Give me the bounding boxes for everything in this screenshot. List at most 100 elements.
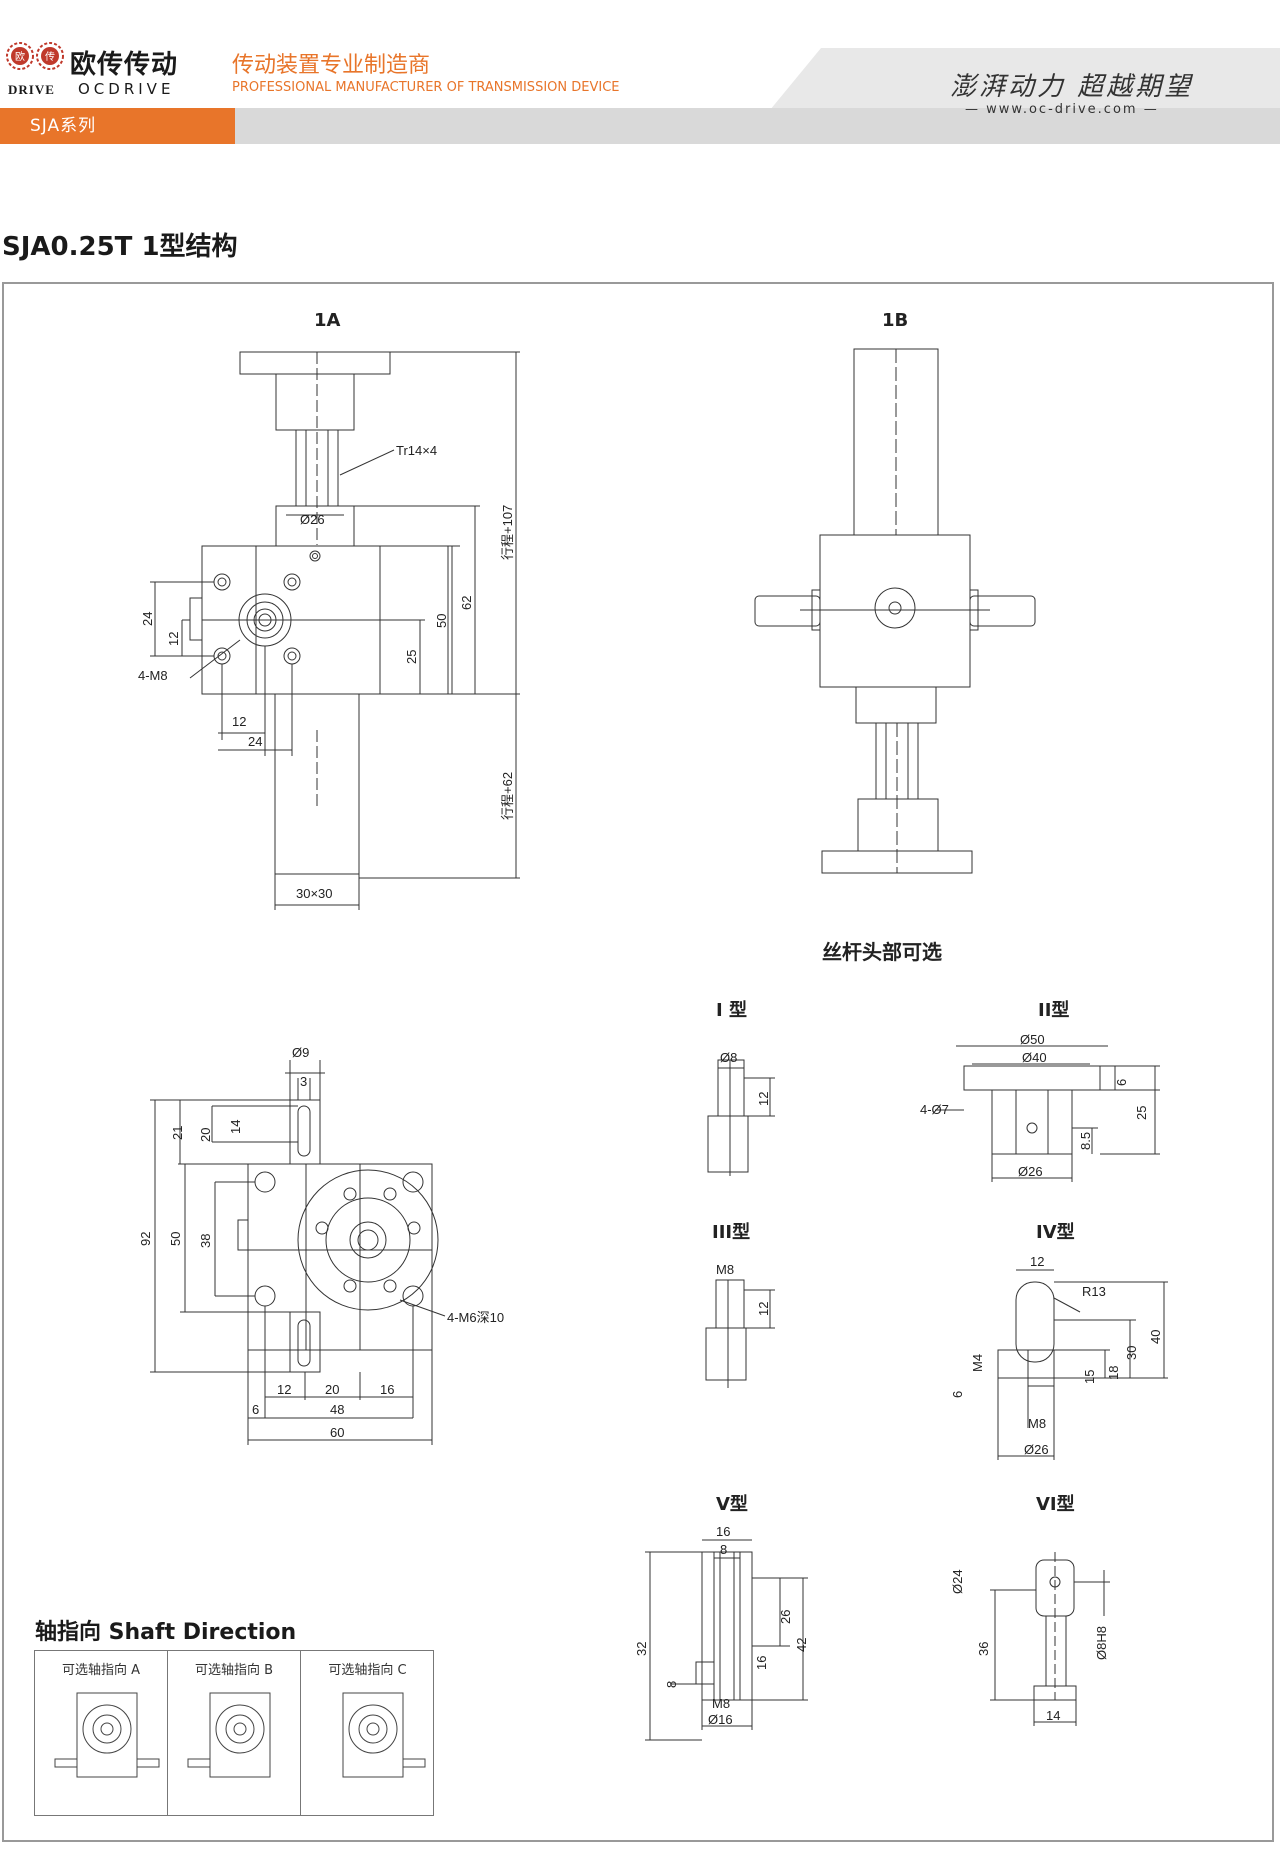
dim-h24-1a: 24 (248, 734, 262, 749)
dim-14: 14 (228, 1120, 243, 1134)
dim-t4-40: 40 (1148, 1330, 1163, 1344)
dim-stroke-107: 行程+107 (500, 505, 515, 560)
page-header: 欧 传 欧传传动 DRIVE OCDRIVE 传动装置专业制造商 PROFESS… (0, 0, 1280, 145)
tagline-en: PROFESSIONAL MANUFACTURER OF TRANSMISSIO… (232, 80, 620, 95)
head-type3-label: III型 (712, 1222, 751, 1243)
logo-gear-icon: 欧 传 (6, 42, 64, 70)
dim-h12-1a: 12 (232, 714, 246, 729)
dim-t6-14: 14 (1046, 1708, 1060, 1723)
logo-text-cn: 欧传传动 (70, 50, 179, 80)
dim-t2-25: 25 (1134, 1106, 1149, 1120)
dim-b12: 12 (277, 1382, 291, 1397)
dim-t1-12: 12 (756, 1092, 771, 1106)
dim-t6-36: 36 (976, 1642, 991, 1656)
head-type4-drawing (997, 1269, 1168, 1460)
dim-21: 21 (170, 1126, 185, 1140)
shaft-option-a[interactable]: 可选轴指向 A (35, 1651, 168, 1815)
shaft-option-a-label: 可选轴指向 A (61, 1663, 141, 1678)
shaft-option-c-label: 可选轴指向 C (328, 1663, 407, 1678)
shaft-direction-a-icon (54, 1692, 160, 1778)
view-1b-drawing (754, 348, 1036, 874)
dim-holes-1a: 4-M8 (138, 668, 168, 683)
view-1a-drawing (150, 351, 520, 910)
dim-b6: 6 (252, 1402, 259, 1417)
dim-t4-d26: Ø26 (1024, 1442, 1049, 1457)
head-type3-drawing (705, 1279, 775, 1388)
dim-b60: 60 (330, 1425, 344, 1440)
head-type4-label: IV型 (1036, 1222, 1075, 1243)
head-type1-label: I 型 (716, 1000, 747, 1021)
shaft-direction-title: 轴指向 Shaft Direction (35, 1620, 297, 1645)
dim-t3-12: 12 (756, 1302, 771, 1316)
dim-t4-m8: M8 (1028, 1416, 1046, 1431)
shaft-direction-c-icon (342, 1692, 426, 1778)
dim-t6-d24: Ø24 (950, 1569, 965, 1594)
shaft-option-b[interactable]: 可选轴指向 B (168, 1651, 301, 1815)
series-tab[interactable]: SJA系列 (0, 108, 235, 144)
dim-t5-m8: M8 (712, 1696, 730, 1711)
dim-t4-12: 12 (1030, 1254, 1044, 1269)
dim-b16: 16 (380, 1382, 394, 1397)
dim-12-1a: 12 (166, 632, 181, 646)
dim-t2-holes: 4-Ø7 (920, 1102, 949, 1117)
dim-t4-r13: R13 (1082, 1284, 1106, 1299)
logo-text-drive: DRIVE (8, 82, 55, 97)
head-type2-drawing (935, 1045, 1160, 1182)
dim-t4-6: 6 (950, 1391, 965, 1398)
shaft-direction-table: 可选轴指向 A 可选轴指向 B 可选轴指向 C (34, 1650, 434, 1816)
dim-d3: 3 (300, 1074, 307, 1089)
dim-62-1a: 62 (459, 596, 474, 610)
head-type5-drawing (645, 1539, 808, 1741)
drawing-frame (2, 282, 1274, 1842)
header-decor-band (770, 48, 1280, 110)
dim-t5-42: 42 (794, 1638, 809, 1652)
logo-badge-right: 传 (45, 51, 55, 63)
dim-t3-m8: M8 (716, 1262, 734, 1277)
shaft-option-b-label: 可选轴指向 B (194, 1663, 274, 1678)
shaft-direction-b-icon (187, 1692, 271, 1778)
logo-badge-left: 欧 (15, 51, 25, 63)
logo-text-en: OCDRIVE (78, 80, 175, 98)
page-title: SJA0.25T 1型结构 (2, 232, 238, 262)
dim-t5-26: 26 (778, 1610, 793, 1624)
head-type2-label: II型 (1038, 1000, 1070, 1021)
slogan: 澎湃动力 超越期望 (950, 72, 1194, 102)
dim-50-b: 50 (168, 1232, 183, 1246)
dim-38: 38 (198, 1234, 213, 1248)
head-options-title: 丝杆头部可选 (822, 940, 942, 964)
head-type6-label: VI型 (1036, 1494, 1075, 1515)
dim-t5-16v: 16 (754, 1656, 769, 1670)
dim-thread: Tr14×4 (396, 443, 437, 458)
dim-t4-m4: M4 (970, 1354, 985, 1372)
view-1a-label: 1A (314, 310, 341, 331)
head-type5-label: V型 (716, 1494, 748, 1515)
website-url: — www.oc-drive.com — (965, 102, 1159, 117)
dim-t2-d26: Ø26 (1018, 1164, 1043, 1179)
dim-t2-d40: Ø40 (1022, 1050, 1047, 1065)
dim-t5-8v: 8 (664, 1681, 679, 1688)
shaft-option-c[interactable]: 可选轴指向 C (301, 1651, 434, 1815)
dim-24-1a: 24 (140, 612, 155, 626)
dim-20-v: 20 (198, 1128, 213, 1142)
head-type1-drawing (707, 1059, 775, 1176)
dim-t4-30: 30 (1124, 1346, 1139, 1360)
dim-t4-18: 18 (1106, 1366, 1121, 1380)
dim-t6-d8h8: Ø8H8 (1094, 1626, 1109, 1660)
dim-b48: 48 (330, 1402, 344, 1417)
dim-25-1a: 25 (404, 650, 419, 664)
dim-t5-d16: Ø16 (708, 1712, 733, 1727)
dim-t1-d8: Ø8 (720, 1050, 737, 1065)
dim-stroke-62: 行程+62 (500, 772, 515, 820)
dim-t2-6: 6 (1114, 1079, 1129, 1086)
dim-t5-8: 8 (720, 1542, 727, 1557)
tagline-cn: 传动装置专业制造商 (232, 53, 431, 78)
dim-d26: Ø26 (300, 512, 325, 527)
view-bottom-drawing (150, 1060, 446, 1445)
website-text: www.oc-drive.com (986, 102, 1138, 117)
dim-92: 92 (138, 1232, 153, 1246)
dim-t2-8-5: 8.5 (1078, 1132, 1093, 1150)
dim-t5-32: 32 (634, 1642, 649, 1656)
view-1b-label: 1B (882, 310, 909, 331)
dim-50-1a: 50 (434, 614, 449, 628)
